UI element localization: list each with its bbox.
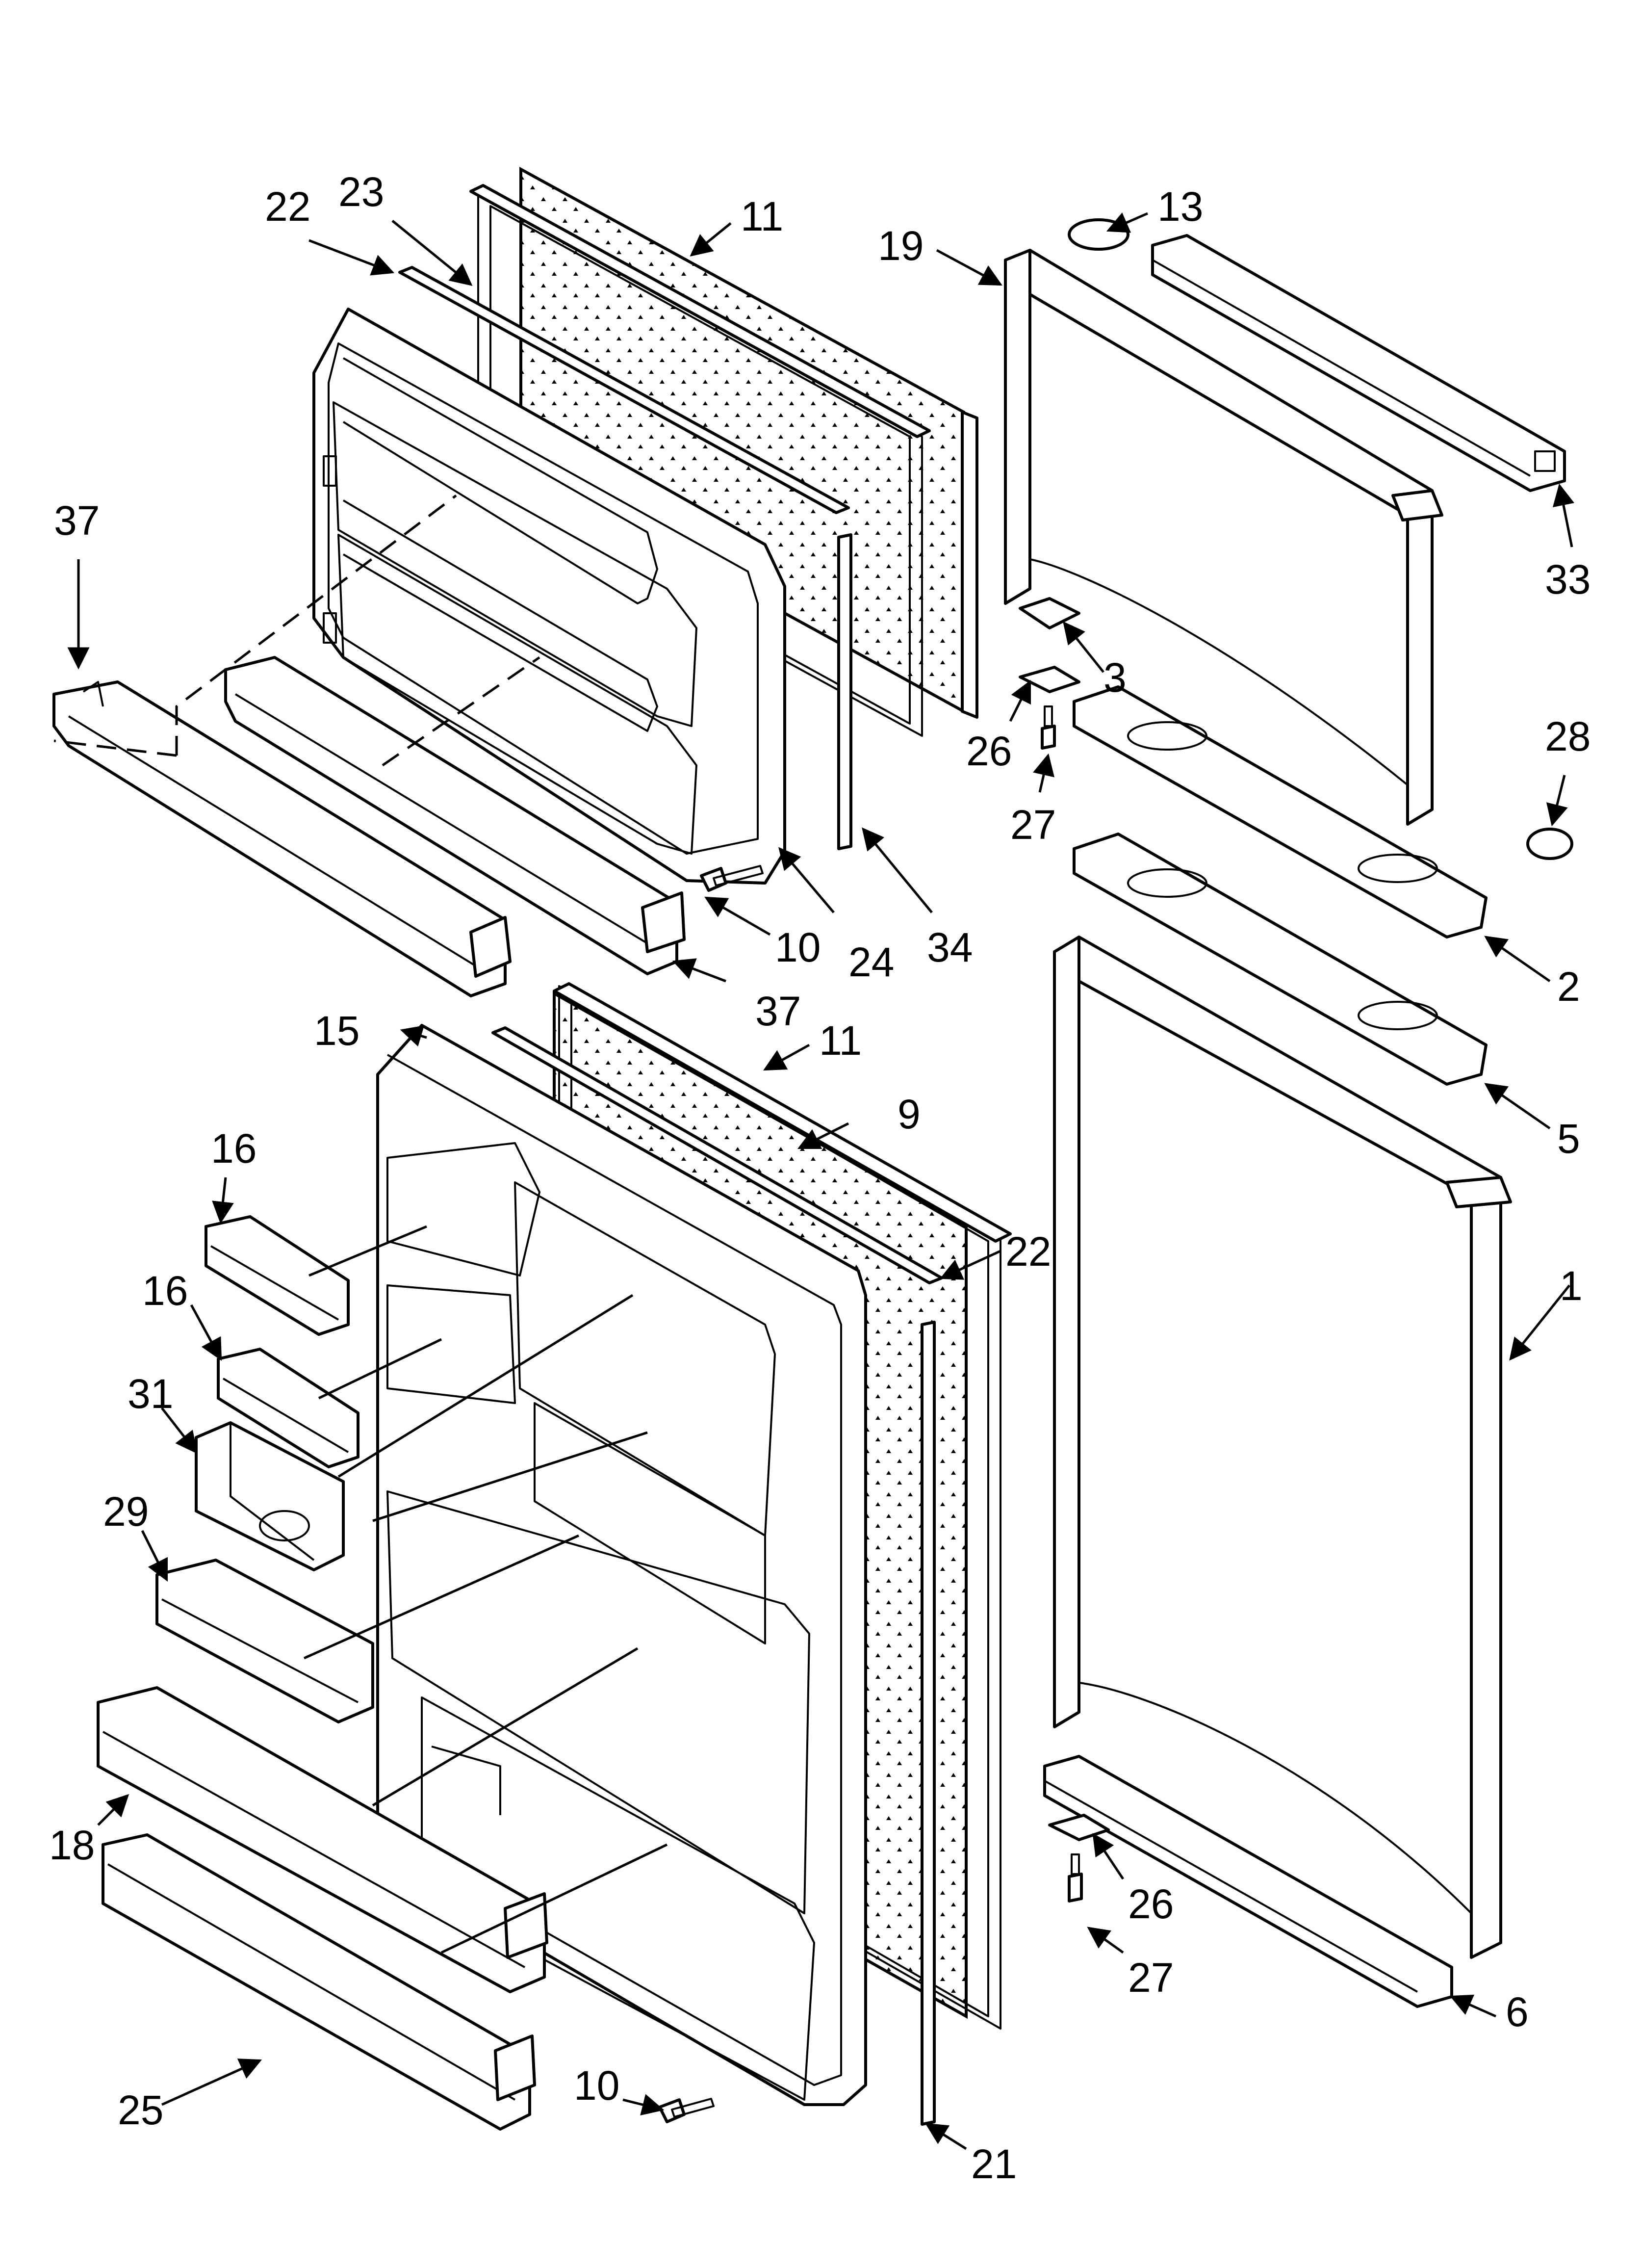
hinge-screw-upper xyxy=(1041,705,1056,750)
callout-23: 23 xyxy=(338,169,384,215)
callout-37-lower: 37 xyxy=(755,988,801,1034)
gallon-door-bin xyxy=(97,1686,548,1993)
callout-34: 34 xyxy=(927,924,973,970)
handle-plug xyxy=(1526,828,1573,860)
fresh-food-door-screw xyxy=(658,2098,715,2123)
callout-29: 29 xyxy=(103,1488,149,1535)
callout-16-lower: 16 xyxy=(142,1268,188,1314)
fresh-food-bottom-trim xyxy=(1043,1755,1453,2008)
callout-16-upper: 16 xyxy=(211,1125,257,1172)
callout-24: 24 xyxy=(848,939,894,985)
callout-22-freezer: 22 xyxy=(265,183,310,230)
callout-2: 2 xyxy=(1557,964,1580,1010)
freezer-outer-door xyxy=(1004,249,1443,826)
freezer-door-shelf-rear xyxy=(224,656,686,975)
placement-line xyxy=(372,1431,648,1522)
callout-11-fresh: 11 xyxy=(819,1017,862,1064)
freezer-door-foam-edge xyxy=(961,411,978,719)
callout-11-freezer: 11 xyxy=(741,193,783,239)
hinge-screw-lower xyxy=(1068,1853,1083,1903)
fresh-food-door-handle xyxy=(1073,833,1488,1086)
callout-labels: 22 23 11 37 10 24 34 37 19 13 33 3 26 27… xyxy=(49,169,1591,2187)
freezer-door-shelf-front xyxy=(52,680,512,997)
callout-26-upper: 26 xyxy=(966,728,1012,774)
callout-15: 15 xyxy=(314,1008,359,1054)
fresh-food-door-liner xyxy=(376,1024,867,2106)
bottom-door-bin xyxy=(102,1833,536,2131)
callout-28: 28 xyxy=(1545,713,1591,759)
door-bin-upper xyxy=(205,1215,350,1336)
callout-21: 21 xyxy=(971,2141,1017,2187)
freezer-top-trim xyxy=(1151,234,1566,492)
callout-6: 6 xyxy=(1506,1989,1529,2035)
leader-arrows xyxy=(67,212,1575,2150)
alignment-line xyxy=(53,739,177,757)
freezer-hinge xyxy=(1019,597,1080,629)
callout-33: 33 xyxy=(1545,556,1591,602)
freezer-door-liner xyxy=(312,308,786,885)
fresh-food-outer-door xyxy=(1053,936,1512,1959)
dairy-door-cover xyxy=(195,1421,345,1571)
freezer-breaker-strip xyxy=(398,266,850,514)
callout-9: 9 xyxy=(898,1091,921,1137)
callout-37-upper: 37 xyxy=(54,497,100,544)
callout-27-upper: 27 xyxy=(1010,802,1056,848)
freezer-door-screw xyxy=(700,865,764,892)
callout-10-fresh: 10 xyxy=(574,2062,619,2109)
alignment-line xyxy=(175,495,457,756)
freezer-door-handle xyxy=(1073,685,1488,938)
callout-18: 18 xyxy=(49,1822,95,1868)
outer-doors-group xyxy=(1004,218,1573,2008)
fresh-food-vertical-strip xyxy=(921,1321,936,2126)
placement-line xyxy=(308,1225,427,1277)
fresh-food-door-group xyxy=(97,982,1012,2131)
callout-31: 31 xyxy=(128,1371,173,1417)
hinge-washer-upper xyxy=(1019,666,1080,693)
placement-line xyxy=(303,1534,580,1660)
placement-line xyxy=(372,1647,639,1807)
callout-13: 13 xyxy=(1157,183,1203,230)
placement-line xyxy=(440,1843,668,1954)
door-bin-lower xyxy=(155,1559,374,1723)
callout-27-lower: 27 xyxy=(1128,1955,1174,2001)
callout-10-freezer: 10 xyxy=(775,924,821,970)
callout-19: 19 xyxy=(878,223,924,269)
door-bin-middle xyxy=(217,1348,359,1468)
fresh-food-door-gasket-frame xyxy=(553,982,1012,1243)
callout-25: 25 xyxy=(118,2087,163,2133)
freezer-door-group xyxy=(52,166,978,997)
freezer-door-gasket-frame xyxy=(469,184,931,438)
alignment-line xyxy=(382,656,540,767)
callout-26-lower: 26 xyxy=(1128,1881,1174,1927)
callout-3: 3 xyxy=(1103,654,1127,701)
hinge-hole-plug xyxy=(1068,218,1129,251)
callout-22-fresh: 22 xyxy=(1005,1228,1051,1275)
callout-1: 1 xyxy=(1560,1263,1583,1309)
freezer-vertical-strip xyxy=(837,533,852,850)
callout-5: 5 xyxy=(1557,1116,1580,1162)
placement-line xyxy=(318,1338,442,1400)
placement-line xyxy=(337,1294,634,1478)
